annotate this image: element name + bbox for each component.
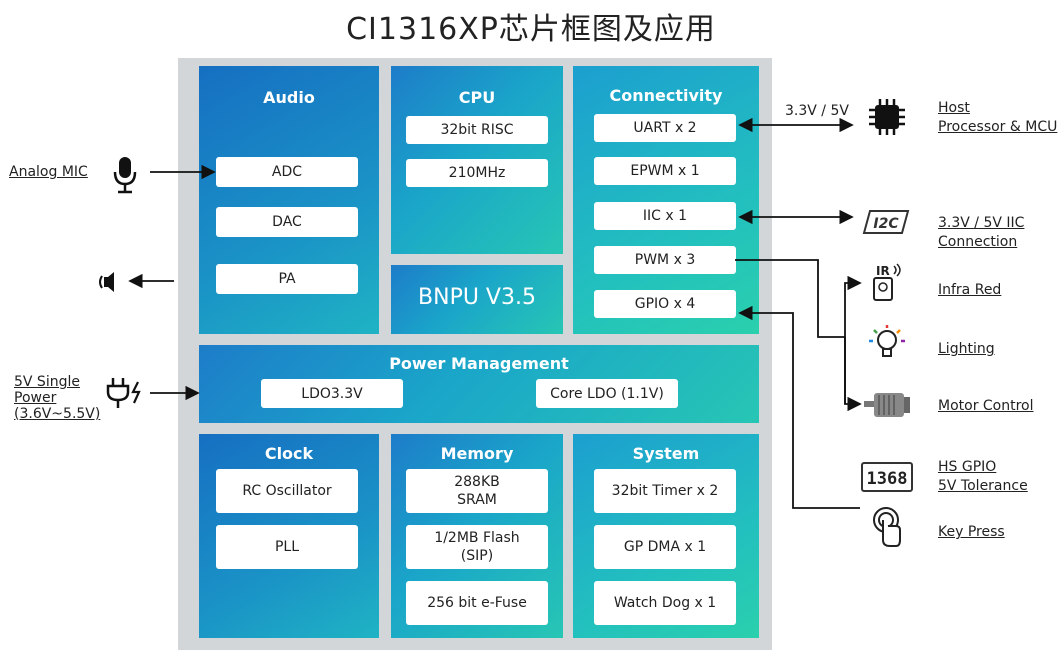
- conn-pwm: PWM x 3: [594, 246, 736, 274]
- analog-mic-label: Analog MIC: [9, 164, 88, 180]
- conn-uart: UART x 2: [594, 114, 736, 142]
- infrared-label: Infra Red: [938, 282, 1002, 298]
- power-core-ldo: Core LDO (1.1V): [536, 379, 678, 408]
- plug-icon: [106, 378, 141, 408]
- speaker-icon: [99, 272, 114, 292]
- uart-voltage-label: 3.3V / 5V: [785, 103, 849, 119]
- iic-connection-label: 3.3V / 5V IIC Connection: [938, 215, 1025, 250]
- audio-adc: ADC: [216, 157, 358, 187]
- motor-branch: [844, 337, 862, 412]
- ir-branch: [844, 275, 862, 404]
- cpu-item-freq: 210MHz: [406, 159, 548, 187]
- power-input-label: 5V Single Power (3.6V~5.5V): [14, 374, 101, 422]
- audio-block: Audio ADC DAC PA: [199, 66, 379, 334]
- system-timer: 32bit Timer x 2: [594, 469, 736, 513]
- bnpu-title: BNPU V3.5: [418, 285, 536, 310]
- memory-sram: 288KB SRAM: [406, 469, 548, 513]
- system-block: System 32bit Timer x 2 GP DMA x 1 Watch …: [573, 434, 759, 638]
- power-block: Power Management LDO3.3V Core LDO (1.1V): [199, 345, 759, 423]
- system-title: System: [632, 444, 700, 463]
- lightbulb-icon: [869, 325, 905, 357]
- cpu-block: CPU 32bit RISC 210MHz: [391, 66, 563, 254]
- audio-title: Audio: [263, 88, 315, 107]
- power-ldo33: LDO3.3V: [261, 379, 403, 408]
- motor-icon: [864, 393, 910, 417]
- processor-icon: [869, 99, 905, 135]
- page-title: CI1316XP芯片框图及应用: [346, 12, 716, 47]
- audio-dac: DAC: [216, 207, 358, 237]
- connectivity-block: Connectivity UART x 2 EPWM x 1 IIC x 1 P…: [573, 66, 759, 334]
- digital-display-icon: 1368: [861, 462, 913, 492]
- svg-text:IR: IR: [876, 264, 890, 278]
- infrared-icon: IR: [873, 263, 901, 301]
- memory-title: Memory: [440, 444, 514, 463]
- motor-control-label: Motor Control: [938, 398, 1034, 414]
- memory-efuse: 256 bit e-Fuse: [406, 581, 548, 625]
- clock-rc: RC Oscillator: [216, 469, 358, 513]
- connectivity-title: Connectivity: [609, 86, 723, 105]
- key-press-label: Key Press: [938, 524, 1005, 540]
- svg-text:1368: 1368: [867, 469, 908, 489]
- memory-flash: 1/2MB Flash (SIP): [406, 525, 548, 569]
- power-title: Power Management: [389, 354, 569, 373]
- system-dma: GP DMA x 1: [594, 525, 736, 569]
- i2c-icon: I2C: [862, 210, 910, 234]
- host-processor-label: Host Processor & MCU: [938, 100, 1058, 135]
- bnpu-block: BNPU V3.5: [391, 265, 563, 334]
- conn-epwm: EPWM x 1: [594, 157, 736, 185]
- cpu-title: CPU: [458, 88, 496, 107]
- conn-gpio: GPIO x 4: [594, 290, 736, 318]
- cpu-item-risc: 32bit RISC: [406, 116, 548, 144]
- clock-title: Clock: [264, 444, 314, 463]
- microphone-icon: [113, 157, 137, 194]
- svg-text:I2C: I2C: [873, 216, 899, 232]
- lighting-label: Lighting: [938, 341, 995, 357]
- system-watchdog: Watch Dog x 1: [594, 581, 736, 625]
- clock-pll: PLL: [216, 525, 358, 569]
- conn-iic: IIC x 1: [594, 202, 736, 230]
- hs-gpio-label: HS GPIO 5V Tolerance: [938, 459, 1028, 494]
- memory-block: Memory 288KB SRAM 1/2MB Flash (SIP) 256 …: [391, 434, 563, 638]
- audio-pa: PA: [216, 264, 358, 294]
- touch-icon: [873, 507, 901, 547]
- clock-block: Clock RC Oscillator PLL: [199, 434, 379, 638]
